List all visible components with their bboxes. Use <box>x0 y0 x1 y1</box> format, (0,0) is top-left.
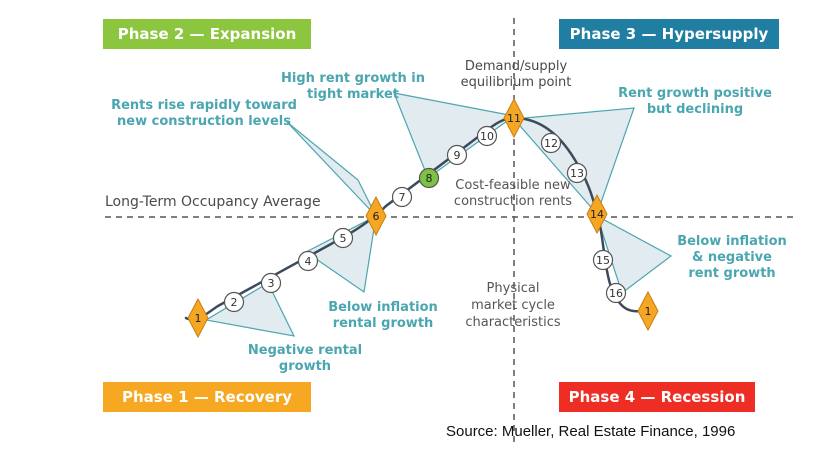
cycle-point-number: 5 <box>340 232 347 245</box>
below-inflation-negative-line1: Below inflation <box>677 234 787 249</box>
cycle-point-number: 7 <box>399 191 406 204</box>
cycle-point-number: 16 <box>609 287 623 300</box>
rent-positive-label-line1: Rent growth positive <box>618 86 772 101</box>
cycle-point-number: 9 <box>454 149 461 162</box>
rent-positive-label-line2: but declining <box>647 102 743 117</box>
callout-rents-rise <box>286 121 377 217</box>
equilibrium-label-line2: equilibrium point <box>461 75 572 90</box>
cycle-point-3: 3 <box>260 272 282 294</box>
diamond-marker <box>586 193 608 235</box>
cycle-point-10: 10 <box>476 125 498 147</box>
cycle-point-9: 9 <box>446 144 468 166</box>
circle-marker <box>476 125 498 147</box>
cycle-point-number: 2 <box>231 296 238 309</box>
cycle-point-2: 2 <box>223 291 245 313</box>
cycle-point-14: 14 <box>586 193 608 235</box>
diamond-marker <box>365 195 387 237</box>
cycle-point-7: 7 <box>391 186 413 208</box>
cycle-point-5: 5 <box>332 227 354 249</box>
cost-feasible-label-line2: construction rents <box>454 194 572 209</box>
circle-marker <box>223 291 245 313</box>
diamond-marker <box>187 297 209 339</box>
physical-label-line1: Physical <box>487 281 540 296</box>
cycle-point-8: 8 <box>418 167 440 189</box>
diamond-marker <box>637 290 659 332</box>
rents-rise-label-line1: Rents rise rapidly toward <box>111 98 297 113</box>
circle-marker <box>332 227 354 249</box>
cycle-point-4: 4 <box>297 250 319 272</box>
rents-rise-label-line2: new construction levels <box>117 114 291 129</box>
cycle-point-number: 12 <box>544 137 558 150</box>
cycle-point-12: 12 <box>540 132 562 154</box>
phase-4-label: Phase 4 — Recession <box>568 388 746 406</box>
phase-3-banner: Phase 3 — Hypersupply <box>559 19 779 49</box>
circle-marker <box>566 162 588 184</box>
cost-feasible-label-line1: Cost-feasible new <box>455 178 571 193</box>
cycle-point-6: 6 <box>365 195 387 237</box>
long-term-occupancy-label: Long-Term Occupancy Average <box>105 194 321 210</box>
circle-marker <box>418 167 440 189</box>
cycle-point-15: 15 <box>592 249 614 271</box>
circle-marker <box>260 272 282 294</box>
below-inflation-negative-line2: & negative <box>692 250 772 265</box>
callout-negative-growth <box>204 282 296 337</box>
equilibrium-label-line1: Demand/supply <box>465 59 568 74</box>
cycle-point-number: 10 <box>480 130 494 143</box>
cycle-point-number: 1 <box>645 305 652 318</box>
circle-marker <box>391 186 413 208</box>
below-inflation-label-line1: Below inflation <box>328 300 438 315</box>
physical-label-line2: market cycle <box>471 298 555 313</box>
callout-below-inflation <box>304 214 377 294</box>
diamond-marker <box>503 97 525 139</box>
cycle-point-number: 11 <box>507 112 521 125</box>
callouts <box>204 92 673 337</box>
high-rent-label-line1: High rent growth in <box>281 71 425 86</box>
cycle-point-number: 3 <box>268 277 275 290</box>
cycle-point-11: 11 <box>503 97 525 139</box>
cycle-point-number: 13 <box>570 167 584 180</box>
physical-label-line3: characteristics <box>465 315 560 330</box>
below-inflation-negative-line3: rent growth <box>688 266 775 281</box>
callout-high-rent <box>393 92 516 179</box>
cycle-point-16: 16 <box>605 282 627 304</box>
source-citation: Source: Mueller, Real Estate Finance, 19… <box>446 423 735 440</box>
negative-growth-label-line2: growth <box>279 359 331 374</box>
phase-2-banner: Phase 2 — Expansion <box>103 19 311 49</box>
below-inflation-label-line2: rental growth <box>333 316 434 331</box>
phase-1-label: Phase 1 — Recovery <box>121 388 293 406</box>
circle-marker <box>605 282 627 304</box>
high-rent-label-line2: tight market <box>307 87 399 102</box>
cycle-point-17: 1 <box>637 290 659 332</box>
phase-2-label: Phase 2 — Expansion <box>117 25 297 43</box>
cycle-point-number: 4 <box>305 255 312 268</box>
cycle-point-1: 1 <box>187 297 209 339</box>
cycle-point-13: 13 <box>566 162 588 184</box>
circle-marker <box>540 132 562 154</box>
cycle-point-number: 1 <box>195 312 202 325</box>
cycle-point-number: 15 <box>596 254 610 267</box>
phase-3-label: Phase 3 — Hypersupply <box>569 25 769 43</box>
circle-marker <box>592 249 614 271</box>
callout-rent-positive <box>512 107 635 216</box>
phase-1-banner: Phase 1 — Recovery <box>103 382 311 412</box>
circle-marker <box>297 250 319 272</box>
cycle-point-number: 8 <box>426 172 433 185</box>
cycle-point-number: 6 <box>373 210 380 223</box>
cycle-point-number: 14 <box>590 208 604 221</box>
negative-growth-label-line1: Negative rental <box>248 343 362 358</box>
phase-4-banner: Phase 4 — Recession <box>559 382 755 412</box>
circle-marker <box>446 144 468 166</box>
